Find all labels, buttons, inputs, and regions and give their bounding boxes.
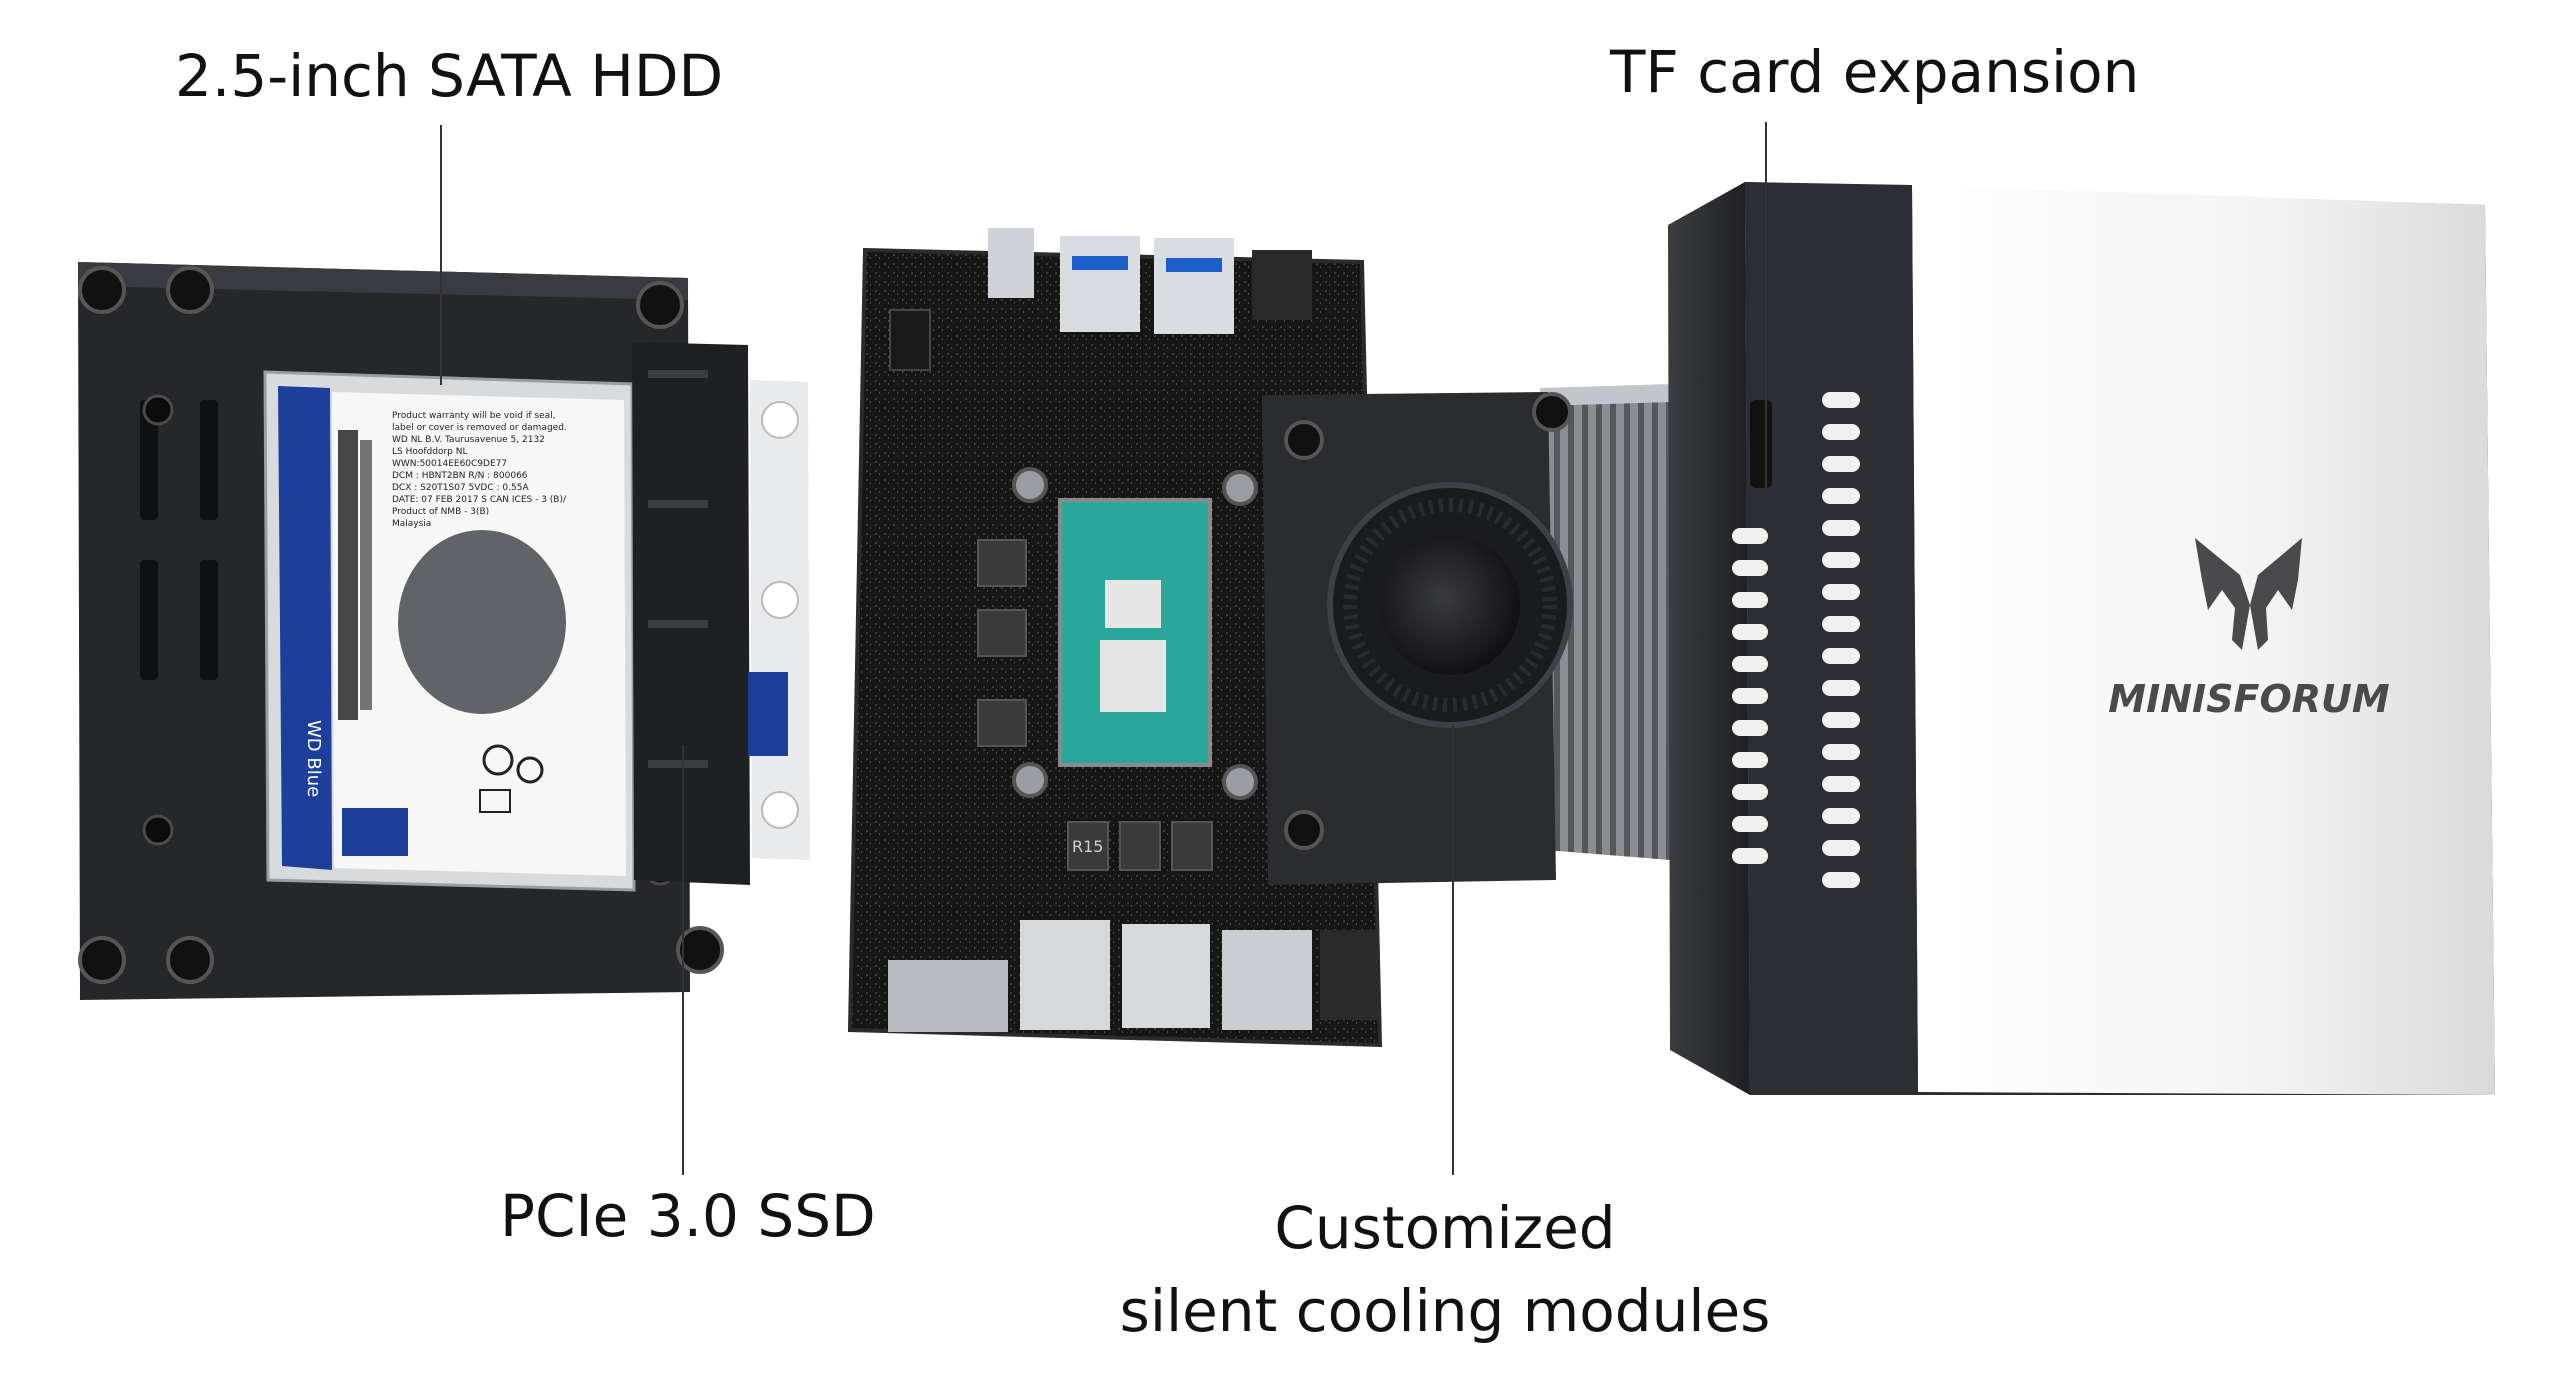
hdd-label-line-9: Malaysia [392,519,431,529]
motherboard: R15 [847,228,1383,1048]
ssd-callout-label: PCIe 3.0 SSD [500,1182,876,1250]
cooling-module [1262,384,1672,885]
hdd-callout-line [440,125,442,385]
cooling-callout-label-2: silent cooling modules [1119,1277,1771,1345]
case-brand-text: MINISFORUM [2108,677,2390,721]
pcie-ssd [632,342,810,885]
tf-callout-label: TF card expansion [1610,38,2140,106]
hdd-label-line-5: DCM : HBNT2BN R/N : 800066 [392,471,528,481]
mini-pc-case: MINISFORUM [1668,182,2495,1095]
cooling-callout-line [1452,725,1454,1175]
hdd-label-line-0: Product warranty will be void if seal, [392,411,555,421]
hdd-label-line-7: DATE: 07 FEB 2017 S CAN ICES - 3 (B)/ [392,495,567,505]
hdd-label-line-8: Product of NMB - 3(B) [392,507,489,517]
side-vents [1732,392,1860,888]
ssd-callout-line [682,745,684,1175]
sata-hdd: WD Blue Product warranty will be void if… [263,370,636,892]
inductor-label: R15 [1072,837,1103,856]
hdd-label-line-2: WD NL B.V. Taurusavenue 5, 2132 [392,435,545,445]
cooling-callout-label-1: Customized [1274,1194,1616,1262]
tf-callout-line [1765,122,1767,490]
tf-card-slot [1750,400,1772,488]
hdd-brand-text: WD Blue [303,720,324,797]
minisforum-logo-icon [2195,538,2302,650]
hdd-label-line-1: label or cover is removed or damaged. [392,423,567,433]
hdd-label-line-6: DCX : S20T1S07 5VDC : 0.55A [392,483,529,493]
hdd-label-line-3: LS Hoofddorp NL [392,447,468,457]
hdd-label-line-4: WWN:50014EE60C9DE77 [392,459,507,469]
hdd-callout-label: 2.5-inch SATA HDD [175,42,724,110]
